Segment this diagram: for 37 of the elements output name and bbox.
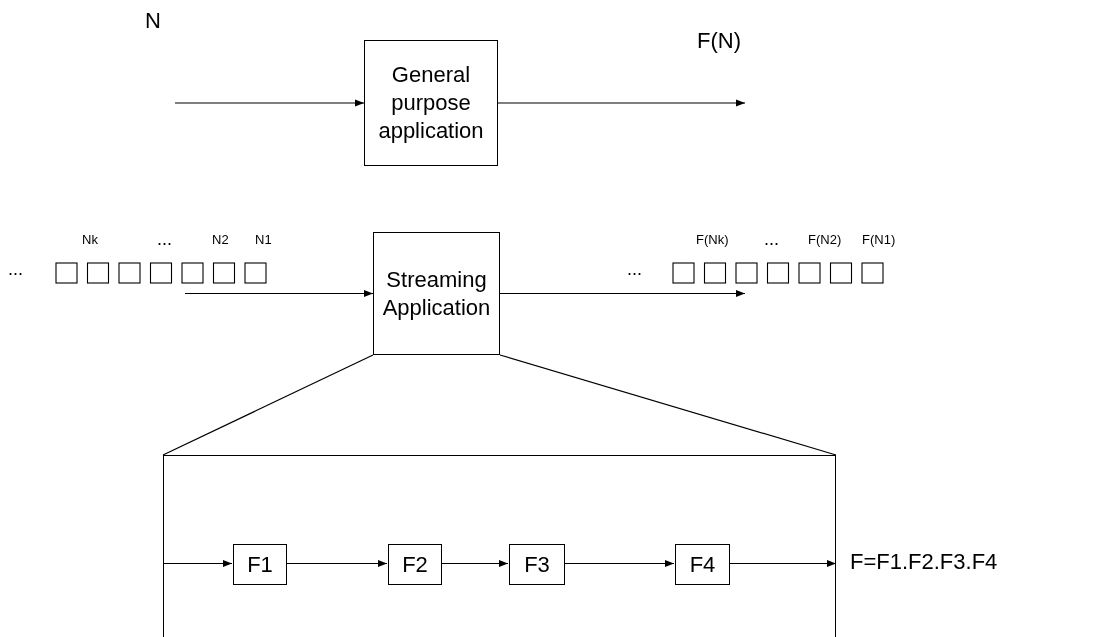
arrow: [499, 289, 746, 298]
container-box: [163, 455, 836, 637]
box-label: F3: [524, 550, 550, 579]
text-label: F(Nk): [696, 232, 729, 247]
text-label: ...: [627, 259, 642, 280]
arrow: [440, 559, 509, 568]
text-label: ...: [764, 229, 779, 250]
arrow: [728, 559, 837, 568]
text-label: N1: [255, 232, 272, 247]
box-label: F1: [247, 550, 273, 579]
arrow: [497, 99, 746, 107]
process-box: [373, 232, 500, 355]
box-label: F2: [402, 550, 428, 579]
arrow: [184, 289, 374, 298]
text-label: N: [145, 8, 161, 34]
process-box: [233, 544, 287, 585]
process-box: [675, 544, 730, 585]
process-box: [388, 544, 442, 585]
text-label: F(N2): [808, 232, 842, 247]
text-label: F(N1): [862, 232, 896, 247]
arrow: [174, 99, 365, 107]
text-label: N2: [212, 232, 229, 247]
box-label: F4: [689, 550, 716, 579]
process-box: [509, 544, 565, 585]
text-label: ...: [157, 229, 172, 250]
text-label: ...: [8, 259, 23, 280]
text-label: Nk: [82, 232, 98, 247]
arrow: [563, 559, 675, 568]
arrow: [285, 559, 388, 568]
box-label: Streaming Application: [381, 265, 492, 322]
arrow: [162, 559, 233, 568]
box-label: General purpose application: [377, 61, 485, 145]
process-box: [364, 40, 498, 166]
zoom-line: [499, 354, 837, 456]
text-label: F(N): [697, 28, 741, 54]
text-label: F=F1.F2.F3.F4: [850, 549, 998, 575]
zoom-line: [162, 354, 374, 456]
